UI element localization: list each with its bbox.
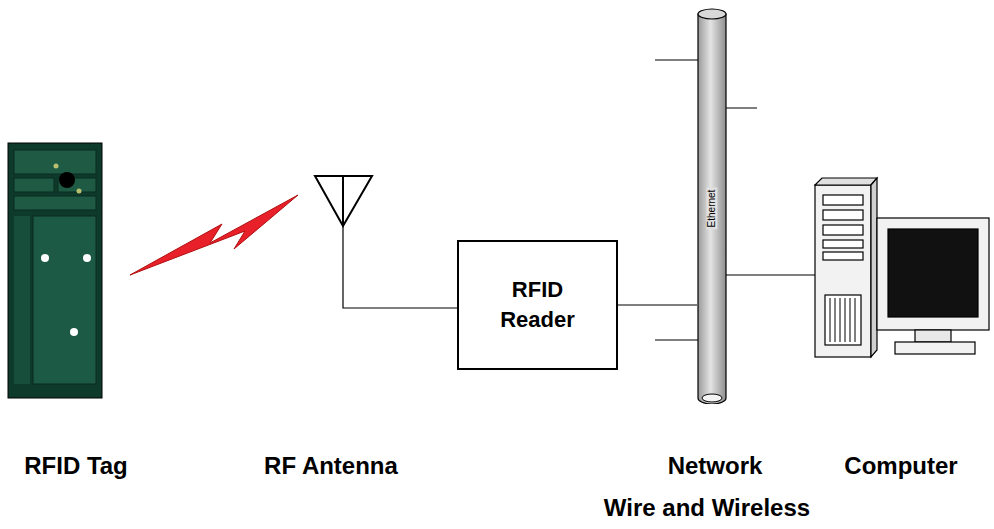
caption-label: Computer [844,452,957,480]
antenna-symbol [315,176,457,308]
network-link [618,304,697,305]
caption-label: Network [668,452,763,480]
pipe-label: Ethernet [707,187,718,229]
ethernet-pipe: Ethernet [697,8,727,404]
caption-label: RFID Tag [24,452,128,480]
caption-label: RF Antenna [264,452,398,480]
reader-box: RFID Reader [457,240,618,370]
rfid-tag-illustration [8,143,102,398]
caption-label: Wire and Wireless [604,494,810,522]
computer-illustration [815,178,989,357]
network-taps [655,60,815,340]
radio-signal-bolt [130,195,298,275]
reader-label: RFID Reader [488,275,588,334]
